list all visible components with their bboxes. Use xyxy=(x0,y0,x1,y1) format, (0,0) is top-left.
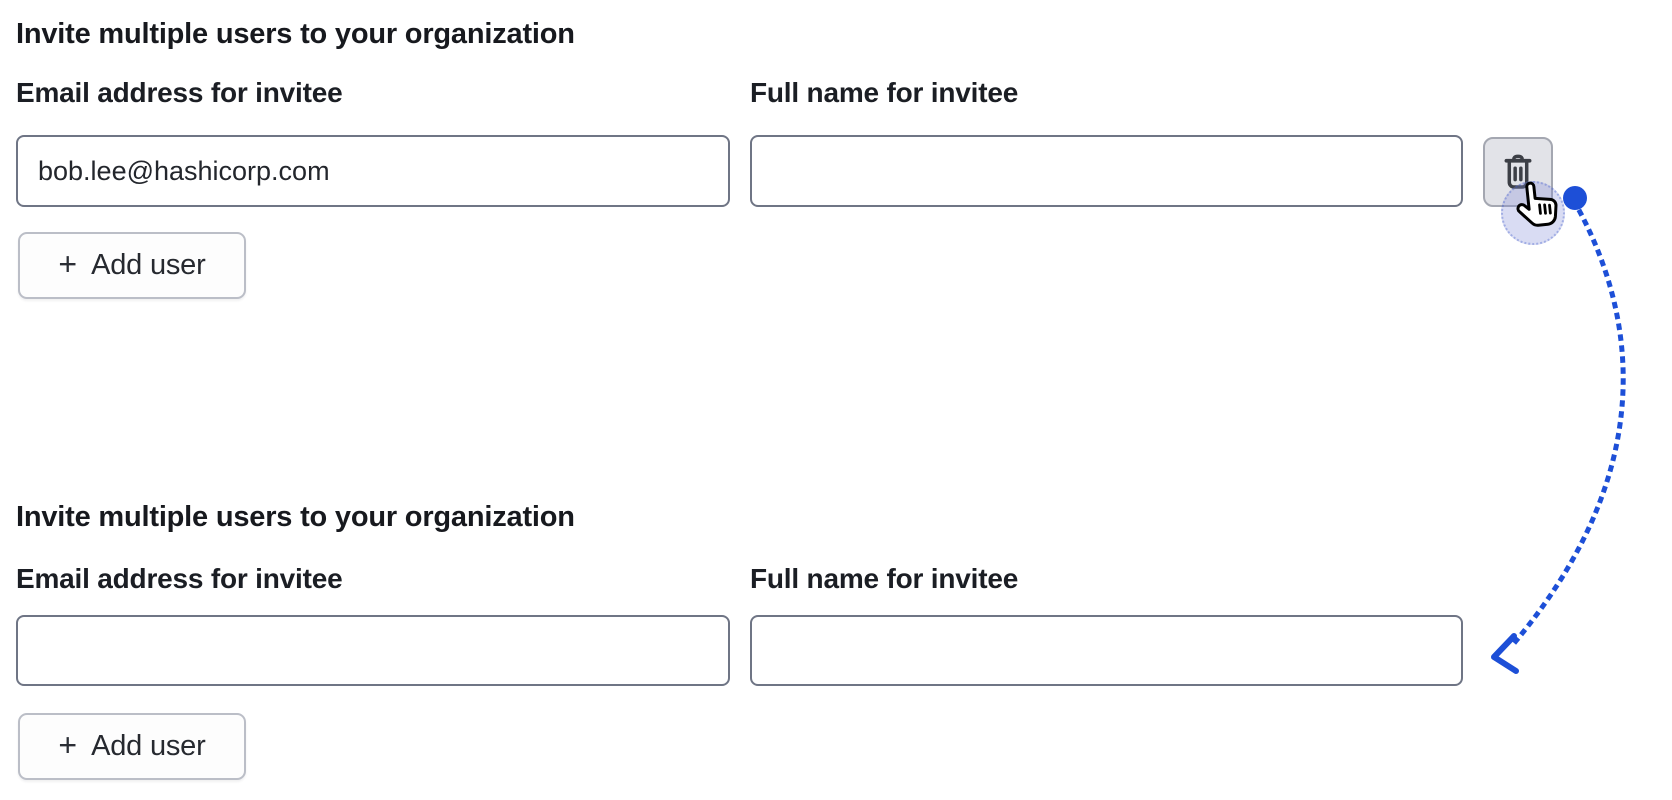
plus-icon: + xyxy=(58,727,78,763)
email-label-after: Email address for invitee xyxy=(16,563,343,594)
arrowhead xyxy=(1491,633,1519,674)
email-input-before[interactable] xyxy=(16,135,730,207)
full-name-input-after[interactable] xyxy=(750,615,1463,686)
hand-cursor-icon xyxy=(1510,178,1566,239)
full-name-input-before[interactable] xyxy=(750,135,1463,207)
email-label-before: Email address for invitee xyxy=(16,77,343,108)
arrow-start-dot xyxy=(1563,186,1587,210)
add-user-label: Add user xyxy=(91,249,206,281)
name-label-before: Full name for invitee xyxy=(750,77,1019,108)
add-user-label: Add user xyxy=(91,730,206,762)
section-heading-after: Invite multiple users to your organizati… xyxy=(16,501,575,533)
name-label-after: Full name for invitee xyxy=(750,563,1019,594)
add-user-button-after[interactable]: + Add user xyxy=(18,713,246,780)
plus-icon: + xyxy=(58,246,78,282)
add-user-button-before[interactable]: + Add user xyxy=(18,232,246,299)
section-heading-before: Invite multiple users to your organizati… xyxy=(16,18,575,50)
email-input-after[interactable] xyxy=(16,615,730,686)
